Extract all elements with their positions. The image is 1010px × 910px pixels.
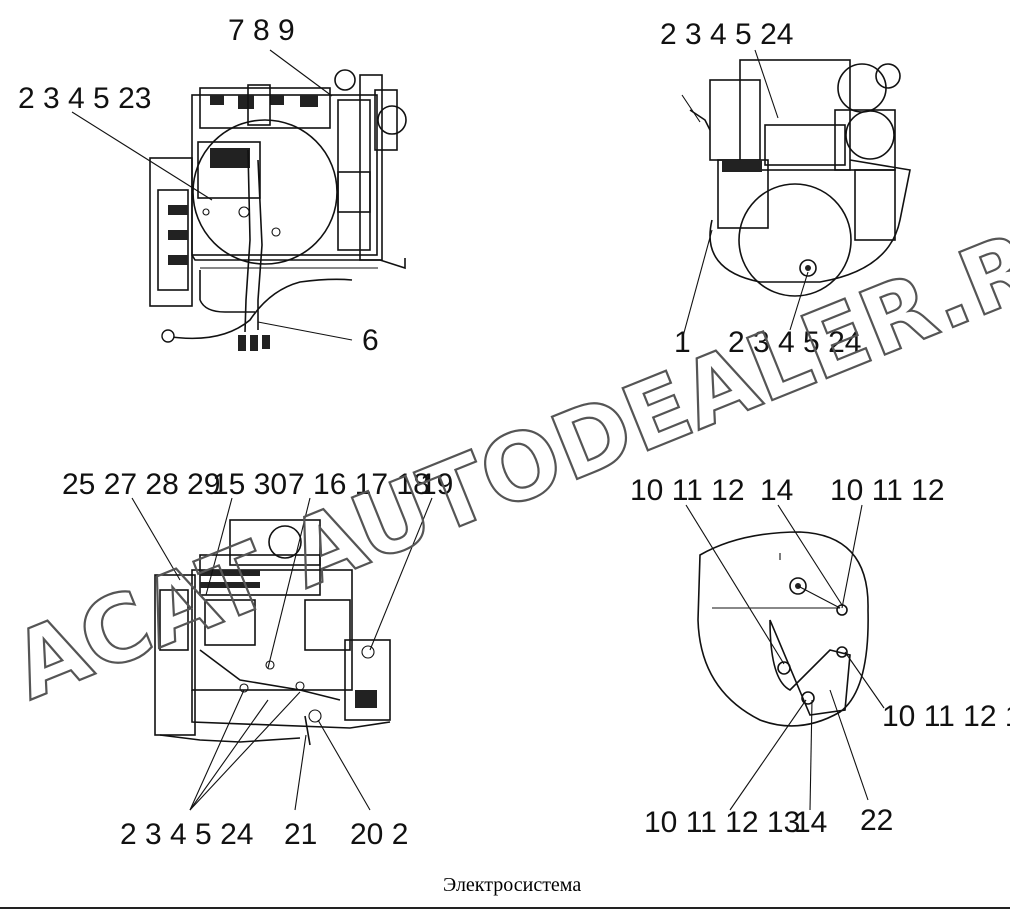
engine-view-top-right: 2 3 4 5 24 1 2 3 4 5 24 — [660, 18, 911, 359]
leader-line — [189, 699, 269, 811]
part-label: 7 8 9 — [228, 14, 295, 47]
part-label: 10 11 12 — [630, 474, 745, 507]
leader-line — [369, 497, 433, 651]
leader-line — [681, 229, 713, 341]
engine-view-top-left: 7 8 9 2 3 4 5 23 6 — [18, 14, 407, 357]
leader-line — [685, 504, 785, 665]
part-label: 6 — [362, 324, 379, 357]
leader-line — [777, 504, 843, 606]
leader-line — [809, 699, 813, 811]
part-label: 25 27 28 29 — [62, 468, 220, 501]
leader-line — [269, 49, 333, 97]
part-label: 2 3 4 5 24 — [728, 326, 861, 359]
leader-line — [189, 691, 301, 811]
leader-line — [729, 699, 807, 811]
part-label: 10 11 12 13 — [644, 806, 800, 839]
leader-line — [829, 689, 869, 801]
leader-line — [789, 271, 809, 331]
bracket-view-bottom-right: 10 11 12 14 10 11 12 10 11 12 13 10 11 1… — [630, 474, 1010, 839]
leader-line — [841, 504, 863, 609]
part-label: 15 30 — [212, 468, 287, 501]
leader-line — [257, 321, 353, 341]
engine-view-bottom-left: 25 27 28 29 15 30 7 16 17 18 19 2 3 4 5 … — [62, 468, 453, 851]
leader-line — [189, 689, 245, 811]
leader-line — [71, 111, 213, 201]
part-label: 19 — [420, 468, 453, 501]
leader-line — [317, 719, 371, 811]
leader-line — [131, 497, 181, 581]
leader-line — [205, 497, 233, 596]
part-label: 14 — [794, 806, 827, 839]
part-label: 14 — [760, 474, 793, 507]
part-label: 2 3 4 5 24 — [120, 818, 253, 851]
watermark: ACAT AUTODEALER.RU — [0, 184, 1010, 720]
part-label: 10 11 12 — [830, 474, 945, 507]
part-label: 7 16 17 18 — [288, 468, 430, 501]
part-label: 22 — [860, 804, 893, 837]
diagram-caption: Электросистема — [443, 874, 581, 896]
leader-line — [754, 49, 779, 119]
leader-line — [267, 497, 311, 669]
part-label: 10 11 12 13 — [882, 700, 1010, 733]
leader-line — [844, 651, 885, 709]
leader-line — [681, 94, 701, 123]
part-label: 2 3 4 5 23 — [18, 82, 151, 115]
part-label: 2 3 4 5 24 — [660, 18, 793, 51]
part-label: 20 2 — [350, 818, 408, 851]
leader-line — [294, 734, 307, 811]
part-label: 1 — [674, 326, 691, 359]
part-label: 21 — [284, 818, 317, 851]
